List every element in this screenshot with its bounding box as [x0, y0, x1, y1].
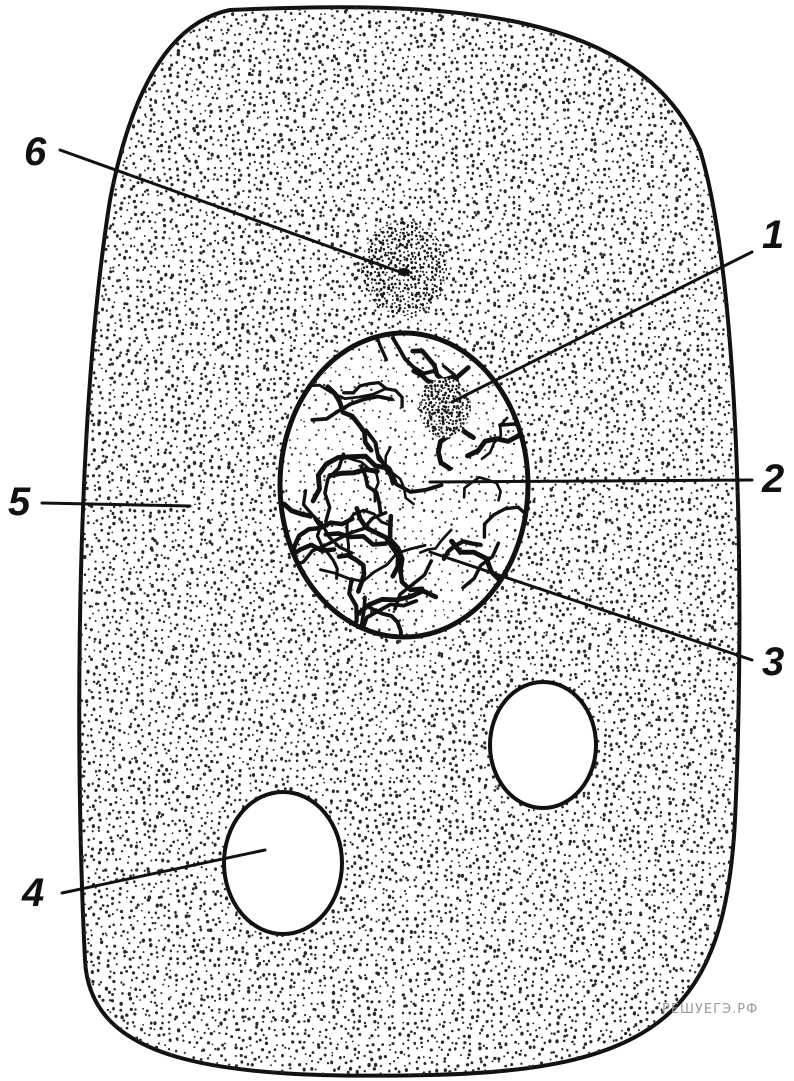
vacuole-lower-left: [224, 792, 342, 934]
label-6: 6: [24, 130, 47, 174]
label-4: 4: [21, 871, 44, 915]
label-2: 2: [761, 457, 784, 501]
label-1: 1: [762, 213, 784, 257]
leader-line-2: [430, 480, 752, 482]
watermark: РЕШУЕГЭ.РФ: [662, 1002, 758, 1017]
label-3: 3: [762, 640, 784, 684]
vacuole-right: [490, 682, 596, 808]
label-5: 5: [8, 480, 31, 524]
